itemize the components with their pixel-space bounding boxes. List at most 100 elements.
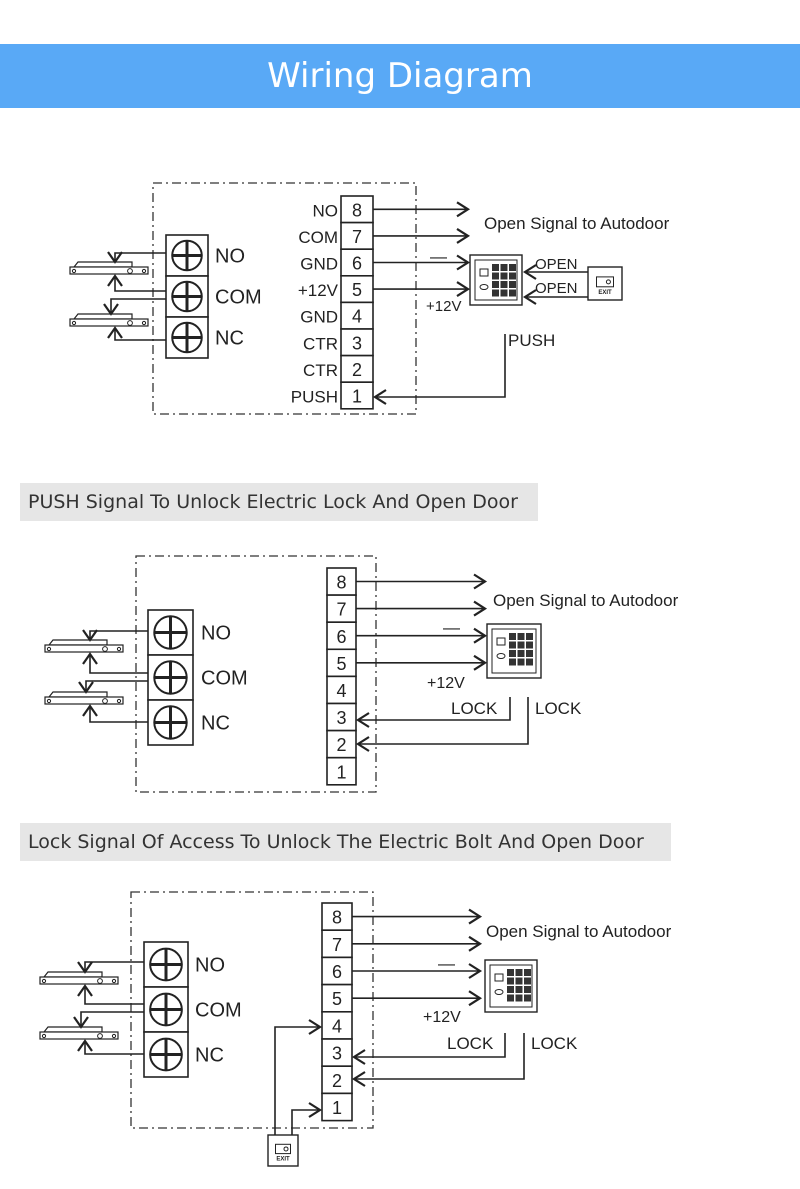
wire-nc <box>84 1041 144 1055</box>
strip-number: 1 <box>332 1098 342 1118</box>
keypad-key <box>492 272 499 280</box>
arrow-head-icon <box>82 652 98 665</box>
minus-label: — <box>438 954 455 973</box>
keypad-key <box>517 633 525 640</box>
lock-body <box>69 318 149 327</box>
keypad-key <box>507 986 514 993</box>
strip-number: 4 <box>352 307 362 327</box>
plus12-label: +12V <box>423 1009 461 1026</box>
keypad-key <box>492 289 499 297</box>
wire-lock <box>358 697 529 745</box>
strip-number: 5 <box>336 654 346 674</box>
lock-hole <box>41 1033 47 1039</box>
minus-label: — <box>430 247 447 266</box>
arrow-head-icon <box>468 908 483 925</box>
keypad-key <box>500 289 508 297</box>
strip-cell <box>326 675 357 705</box>
strip-number: 8 <box>332 908 342 928</box>
autodoor-label: Open Signal to Autodoor <box>493 591 679 610</box>
wire-lock <box>354 1033 506 1058</box>
exit-button-icon: EXIT <box>587 266 623 301</box>
lock-hole <box>97 978 103 984</box>
lock-body <box>69 266 149 275</box>
lock-hole <box>111 978 117 984</box>
lock-top <box>72 261 133 268</box>
strip-cell <box>340 354 374 384</box>
keypad-key <box>492 281 499 288</box>
lock-body <box>39 1031 119 1040</box>
lock-hole <box>141 268 147 274</box>
keypad-key <box>507 977 514 985</box>
exit-plate <box>275 1143 291 1155</box>
strip-cell <box>321 1038 353 1068</box>
keypad-key <box>515 994 523 1002</box>
strip-label: GND <box>300 308 338 327</box>
keypad-key <box>500 281 508 288</box>
keypad-key <box>509 658 516 666</box>
wire-nc <box>114 328 166 341</box>
wire-com <box>110 298 166 314</box>
keypad-key <box>509 289 516 297</box>
screw-icon <box>171 321 203 354</box>
arrow-head-icon <box>456 227 471 244</box>
lock-hole <box>97 1033 103 1039</box>
screw-icon <box>171 280 203 313</box>
relay-terminal-label: NC <box>195 1045 224 1067</box>
strip-number: 6 <box>352 254 362 274</box>
exit-label: EXIT <box>598 290 612 296</box>
arrow-head-icon <box>107 326 123 339</box>
electric-lock-icon <box>44 691 124 705</box>
strip-cell <box>340 195 374 224</box>
arrow-head-icon <box>82 704 98 717</box>
arrow-head-icon <box>372 389 387 405</box>
strip-cell <box>321 983 353 1013</box>
exit-plate <box>596 276 614 288</box>
electric-lock-icon <box>69 261 149 275</box>
controller-boundary <box>135 555 377 793</box>
arrow-head-icon <box>473 627 488 644</box>
strip-cell <box>326 567 357 596</box>
strip-number: 6 <box>332 962 342 982</box>
lock-body <box>44 696 124 705</box>
lock-hole <box>116 698 122 704</box>
arrow-head-icon <box>77 984 93 997</box>
strip-cell <box>340 274 374 304</box>
keypad-key <box>517 641 525 649</box>
lock-hole <box>71 268 77 274</box>
strip-number: 1 <box>336 762 346 782</box>
arrow-head-icon <box>473 600 488 617</box>
arrow-head-icon <box>473 654 488 671</box>
lock-hole <box>102 698 108 704</box>
screw-icon <box>149 992 183 1027</box>
arrow-head-icon <box>308 1019 323 1035</box>
caption-push-signal: PUSH Signal To Unlock Electric Lock And … <box>20 483 538 521</box>
lock-hole <box>127 268 133 274</box>
screw-icon <box>153 705 188 740</box>
keypad-key <box>500 272 508 280</box>
relay-terminal-label: NC <box>201 713 230 735</box>
exit-dot <box>283 1146 289 1152</box>
strip-label: +12V <box>298 281 339 300</box>
lock-label: LOCK <box>535 699 582 718</box>
relay-terminal-label: NO <box>201 623 231 645</box>
relay-terminal-label: NO <box>215 246 245 268</box>
wire-no <box>84 961 144 972</box>
arrow-head-icon <box>351 1071 366 1087</box>
strip-cell <box>340 381 374 410</box>
arrow-head-icon <box>468 935 483 952</box>
keypad-key <box>509 650 516 657</box>
plus12-label: +12V <box>426 298 461 315</box>
wire-exit <box>291 1109 320 1135</box>
strip-cell <box>321 929 353 959</box>
electric-lock-icon <box>44 639 124 653</box>
lock-hole <box>127 320 133 326</box>
lock-body <box>44 644 124 653</box>
wire-nc <box>89 706 148 723</box>
exit-dot <box>605 279 611 285</box>
wire-com <box>80 1011 144 1027</box>
electric-lock-icon <box>39 1026 119 1040</box>
strip-number: 3 <box>336 708 346 728</box>
